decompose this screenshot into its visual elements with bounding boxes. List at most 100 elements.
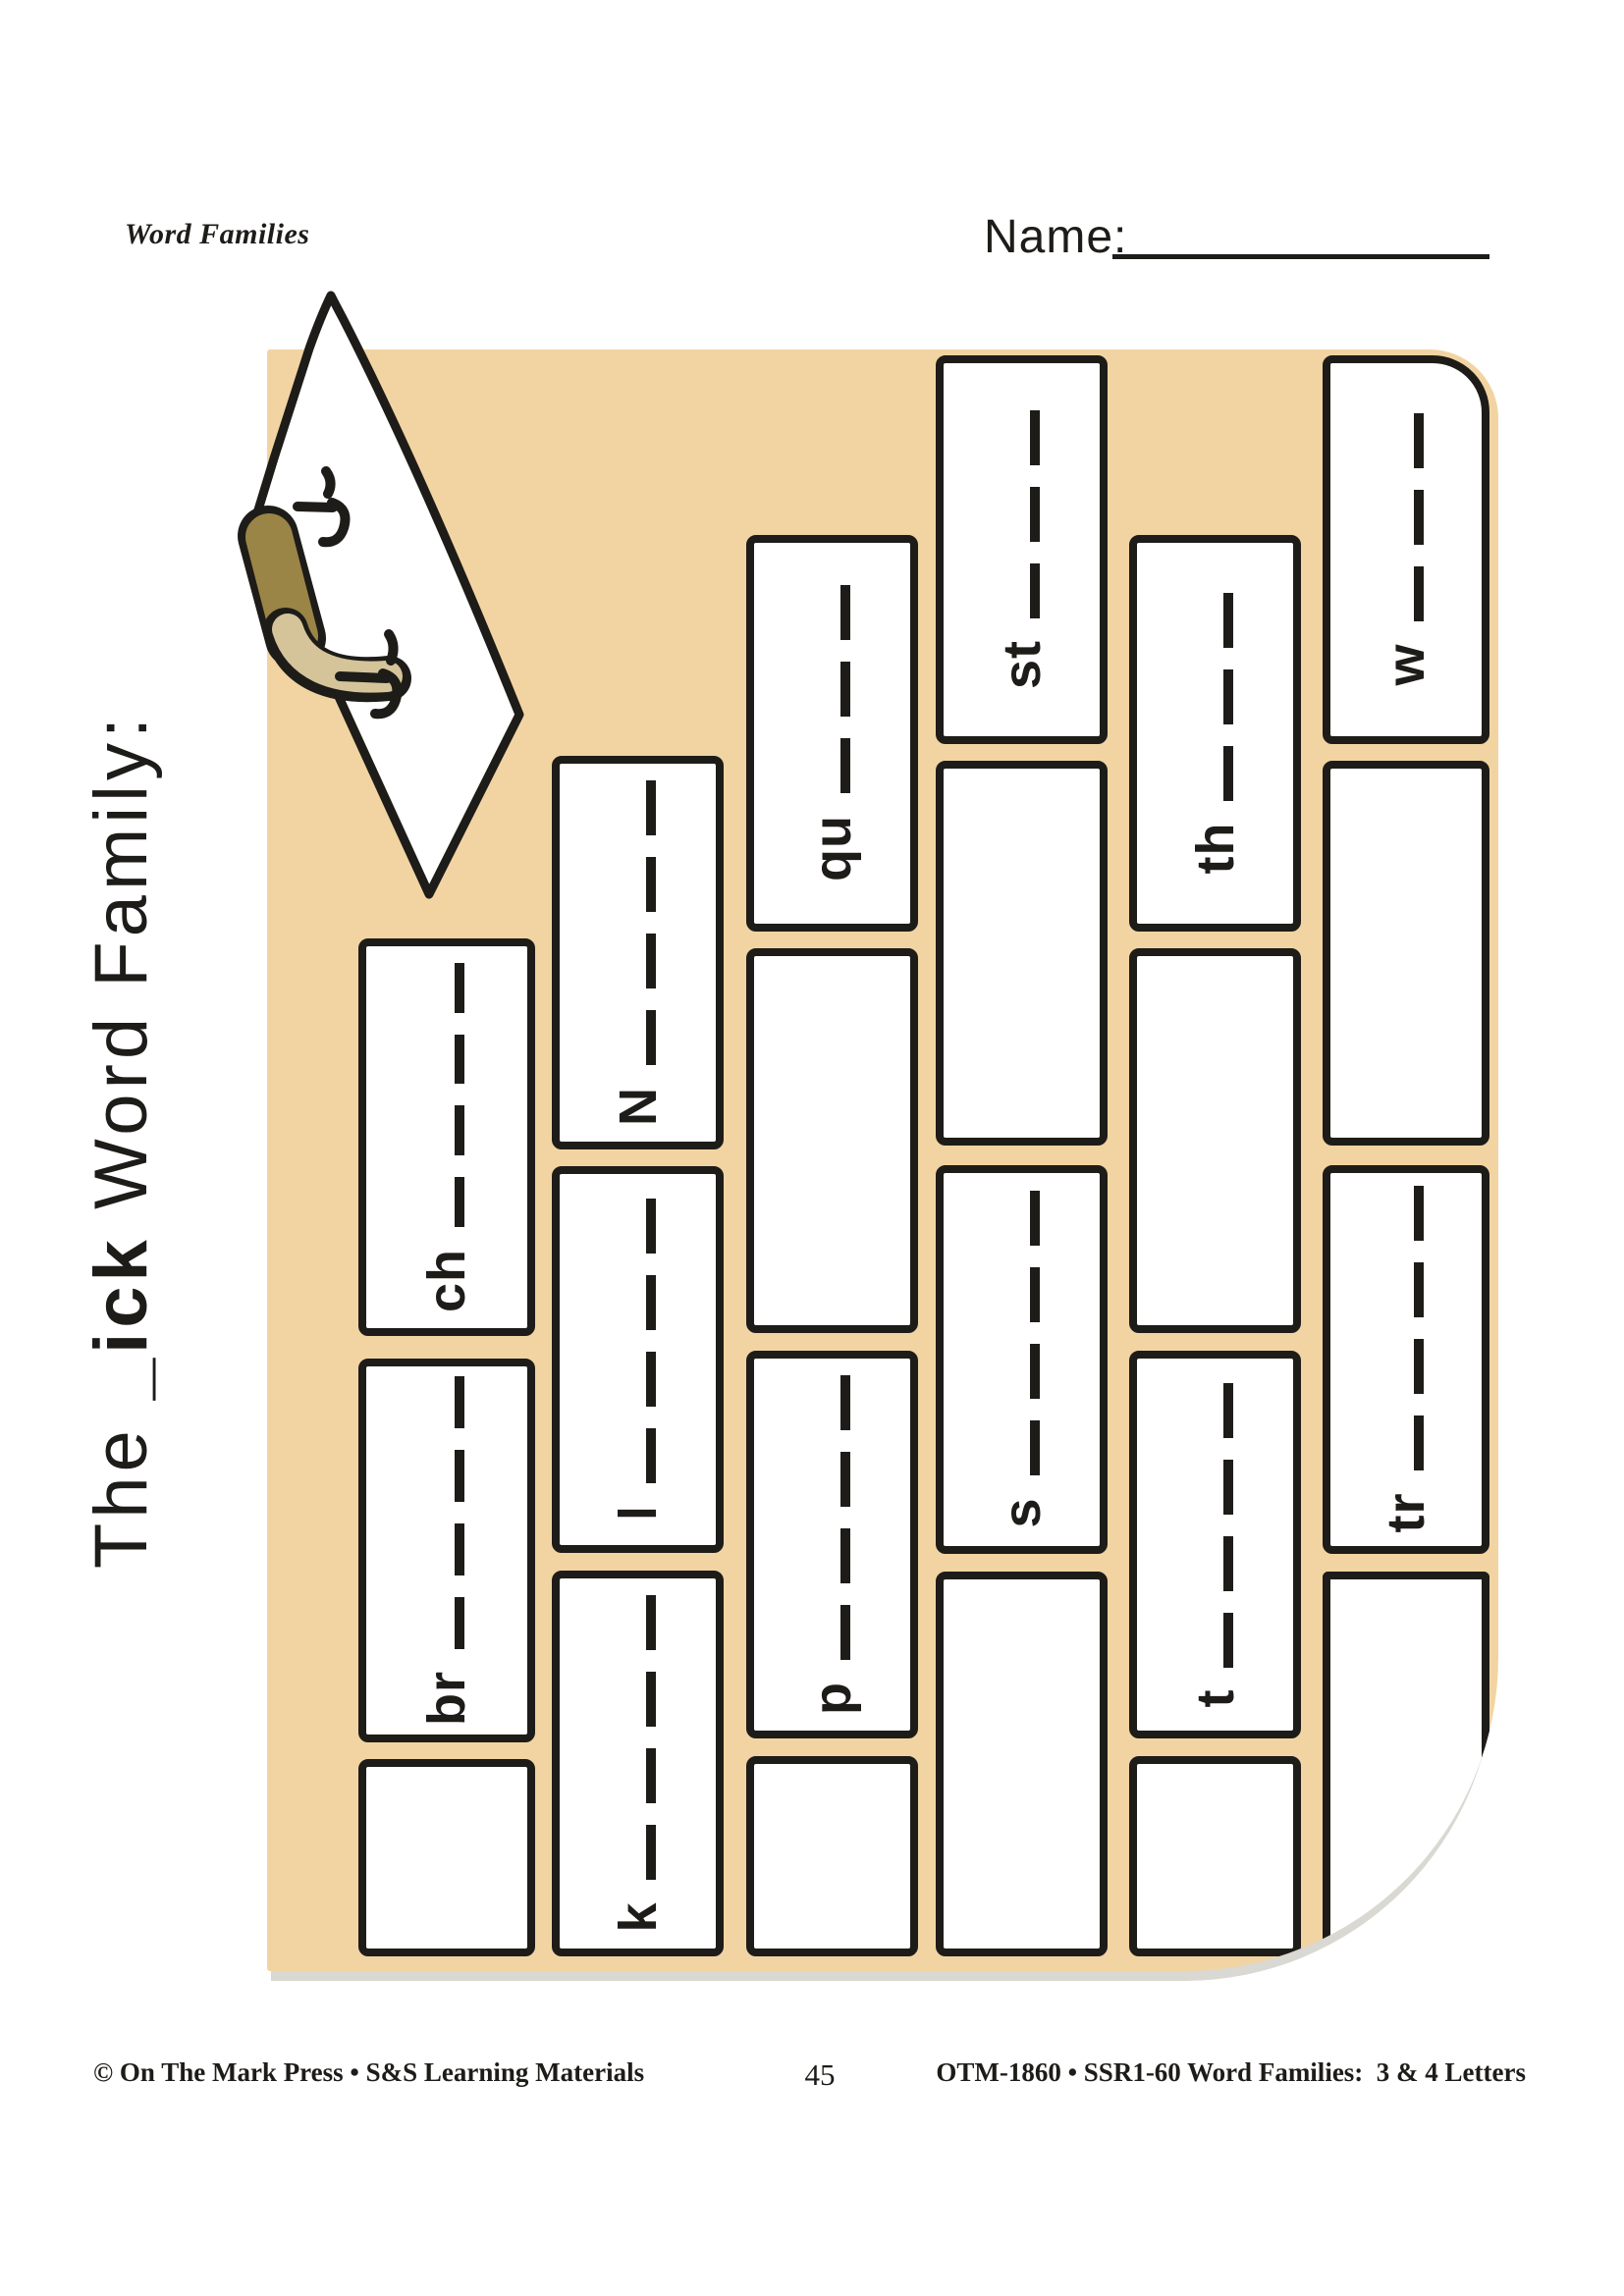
brick-blank — [1323, 1572, 1489, 1956]
name-label: Name: — [984, 211, 1128, 263]
brick-word-line: w — [1364, 375, 1448, 724]
write-line-dash — [1414, 1415, 1424, 1471]
brick-word-line: p — [790, 1370, 875, 1720]
write-line-dash — [1029, 410, 1040, 465]
write-line-dash — [1222, 592, 1233, 648]
brick-word-line: st — [980, 375, 1064, 724]
brick-word-line: br — [405, 1375, 489, 1726]
brick-word-line: th — [1173, 559, 1258, 908]
brick-prefix-label: th — [1185, 822, 1245, 875]
brick-blank — [936, 1572, 1108, 1956]
title-post: Word Family: — [80, 712, 163, 1236]
write-line-dash — [645, 1747, 656, 1803]
footer-catalog: OTM-1860 • SSR1-60 Word Families: 3 & 4 … — [936, 2057, 1526, 2087]
brick-prefix-label: qu — [802, 815, 862, 881]
write-line-dash — [1222, 1459, 1233, 1515]
write-line-dash — [645, 1428, 656, 1483]
brick-blank — [746, 948, 918, 1333]
write-line-dash — [1414, 1186, 1424, 1242]
write-line-dash — [839, 662, 850, 718]
trowel-blade — [251, 291, 524, 899]
write-line-dash — [1414, 1262, 1424, 1318]
brick-s: s — [936, 1165, 1108, 1554]
brick-blank — [1129, 948, 1301, 1333]
brick-blank — [746, 1756, 918, 1956]
write-line-dash — [839, 1527, 850, 1583]
write-line-dash — [645, 779, 656, 835]
brick-prefix-label: br — [417, 1670, 476, 1726]
write-line-dash — [645, 1199, 656, 1254]
brick-prefix-label: N — [608, 1086, 668, 1126]
brick-prefix-label: s — [992, 1497, 1052, 1528]
write-line-dash — [1222, 668, 1233, 724]
write-line-dash — [1222, 1612, 1233, 1668]
brick-prefix-label: tr — [1377, 1492, 1435, 1533]
write-line-dash — [839, 1374, 850, 1430]
write-line-dash — [1029, 563, 1040, 618]
brick-br: br — [358, 1359, 535, 1742]
brick-word-line: s — [980, 1185, 1064, 1534]
write-line-dash — [645, 856, 656, 912]
brick-prefix-label: ch — [417, 1248, 476, 1312]
brick-word-line: ch — [405, 962, 489, 1312]
brick-th: th — [1129, 535, 1301, 932]
brick-prefix-label: p — [802, 1681, 862, 1715]
brick-p: p — [746, 1351, 918, 1738]
brick-l: l — [552, 1166, 724, 1553]
name-blank-line — [1112, 254, 1489, 259]
write-line-dash — [1414, 566, 1424, 622]
write-line-dash — [455, 1034, 464, 1084]
write-line-dash — [455, 1104, 464, 1155]
brick-tr: tr — [1323, 1165, 1489, 1554]
write-line-dash — [645, 1352, 656, 1407]
title-pre: The — [80, 1400, 163, 1570]
brick-word-line: l — [596, 1185, 680, 1534]
write-line-dash — [645, 1594, 656, 1650]
brick-blank — [1323, 761, 1489, 1146]
brick-st: st — [936, 355, 1108, 744]
write-line-dash — [1414, 1339, 1424, 1395]
title-family-text: _ick — [80, 1235, 163, 1401]
write-line-dash — [645, 1824, 656, 1880]
write-line-dash — [455, 962, 464, 1013]
write-line-dash — [1029, 487, 1040, 542]
write-line-dash — [839, 585, 850, 641]
series-label: Word Families — [125, 218, 310, 250]
write-line-dash — [645, 1275, 656, 1330]
write-line-dash — [1222, 1535, 1233, 1591]
write-line-dash — [455, 1596, 464, 1649]
brick-prefix-label: k — [608, 1900, 668, 1933]
write-line-dash — [1222, 1382, 1233, 1438]
write-line-dash — [1414, 490, 1424, 546]
trowel-icon — [238, 291, 524, 899]
brick-N: N — [552, 756, 724, 1149]
write-line-dash — [1029, 1344, 1040, 1400]
write-line-dash — [1029, 1191, 1040, 1247]
write-line-dash — [1029, 1267, 1040, 1323]
write-line-dash — [645, 933, 656, 988]
brick-blank — [358, 1759, 535, 1956]
write-line-dash — [1029, 1420, 1040, 1476]
brick-prefix-label: l — [608, 1505, 668, 1522]
trowel-brackets — [293, 466, 403, 720]
brick-blank — [1129, 1756, 1301, 1956]
brick-word-line: qu — [790, 559, 875, 908]
brick-w: w — [1323, 355, 1489, 744]
brick-word-line: N — [596, 778, 680, 1128]
brick-qu: qu — [746, 535, 918, 932]
write-line-dash — [645, 1671, 656, 1727]
write-line-dash — [455, 1176, 464, 1227]
write-line-dash — [1222, 745, 1233, 801]
brick-prefix-label: t — [1185, 1688, 1245, 1707]
write-line-dash — [839, 1451, 850, 1507]
brick-word-line: tr — [1364, 1185, 1448, 1534]
write-line-dash — [1414, 413, 1424, 469]
footer-copyright: © On The Mark Press • S&S Learning Mater… — [93, 2057, 645, 2087]
write-line-dash — [839, 1604, 850, 1660]
write-line-dash — [455, 1522, 464, 1575]
brick-blank — [936, 761, 1108, 1146]
brick-prefix-label: w — [1377, 643, 1435, 686]
page-number: 45 — [804, 2057, 836, 2092]
brick-prefix-label: st — [992, 640, 1052, 690]
